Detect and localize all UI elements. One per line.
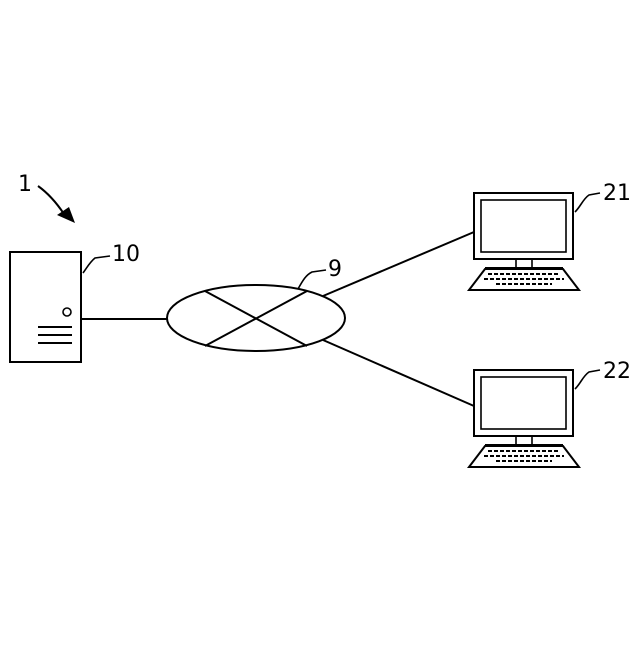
server-tower-icon — [10, 252, 81, 362]
terminal2-ref-label: 22 — [603, 359, 631, 384]
network-leader-line — [298, 270, 326, 289]
server-power-led — [63, 308, 71, 316]
terminal1-ref-label: 21 — [603, 181, 631, 206]
server-case — [10, 252, 81, 362]
terminal2-leader-line — [575, 370, 600, 389]
keyboard-keys — [484, 451, 564, 461]
network-node-icon — [167, 285, 345, 351]
keyboard-keys — [484, 274, 564, 284]
network-terminal2-link — [323, 340, 474, 406]
monitor-screen — [481, 200, 566, 252]
monitor-frame — [474, 193, 573, 259]
system-ref-label: 1 — [18, 172, 32, 197]
desktop-computer-icon — [469, 370, 579, 467]
server-leader-line — [83, 256, 110, 273]
network-terminal1-link — [323, 232, 474, 296]
desktop-computer-icon — [469, 193, 579, 290]
network-ref-label: 9 — [328, 257, 342, 282]
monitor-stand — [516, 259, 532, 268]
system-label-group: 1 — [18, 172, 75, 223]
monitor-stand — [516, 436, 532, 445]
terminal1-leader-line — [575, 193, 600, 212]
monitor-frame — [474, 370, 573, 436]
monitor-screen — [481, 377, 566, 429]
server-ref-label: 10 — [112, 242, 140, 267]
system-ref-arrow-shaft — [38, 186, 64, 214]
